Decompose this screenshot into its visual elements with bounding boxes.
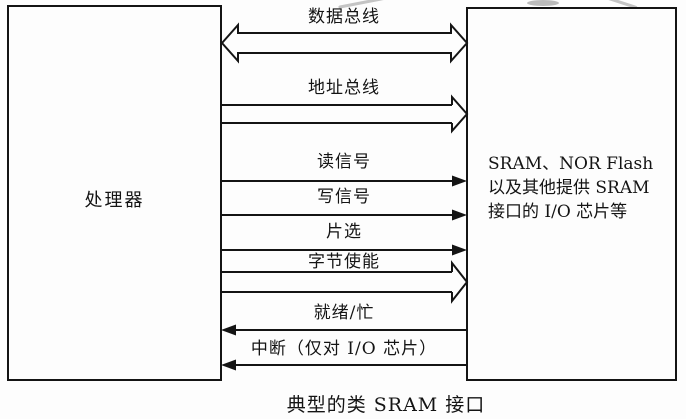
address-bus-arrow xyxy=(221,94,469,134)
signal-label-chip-select: 片选 xyxy=(326,222,362,242)
processor-box xyxy=(7,5,222,381)
signal-label-address-bus: 地址总线 xyxy=(308,78,380,98)
memory-box xyxy=(466,7,677,381)
chip-select-arrow xyxy=(221,244,467,256)
signal-label-data-bus: 数据总线 xyxy=(308,7,380,27)
memory-box-label-line1: SRAM、NOR Flash xyxy=(488,154,654,174)
signal-label-ready-busy: 就绪/忙 xyxy=(313,303,375,323)
memory-box-label: SRAM、NOR Flash 以及其他提供 SRAM 接口的 I/O 芯片等 xyxy=(488,152,673,224)
memory-box-label-line3: 接口的 I/O 芯片等 xyxy=(488,202,628,222)
data-bus-arrow xyxy=(220,22,469,64)
signal-label-byte-enable: 字节使能 xyxy=(308,252,380,272)
processor-box-label: 处理器 xyxy=(84,190,145,211)
ready-busy-arrow xyxy=(221,324,467,336)
watermark-stroke xyxy=(527,0,559,6)
diagram-caption: 典型的类 SRAM 接口 xyxy=(286,394,486,416)
read-signal-arrow xyxy=(221,175,467,187)
signal-label-read: 读信号 xyxy=(317,152,371,172)
write-signal-arrow xyxy=(221,209,467,221)
interrupt-arrow xyxy=(221,359,467,371)
memory-box-label-line2: 以及其他提供 SRAM xyxy=(488,178,650,198)
byte-enable-arrow xyxy=(221,260,469,304)
signal-label-interrupt: 中断（仅对 I/O 芯片） xyxy=(250,339,438,359)
signal-label-write: 写信号 xyxy=(317,187,371,207)
